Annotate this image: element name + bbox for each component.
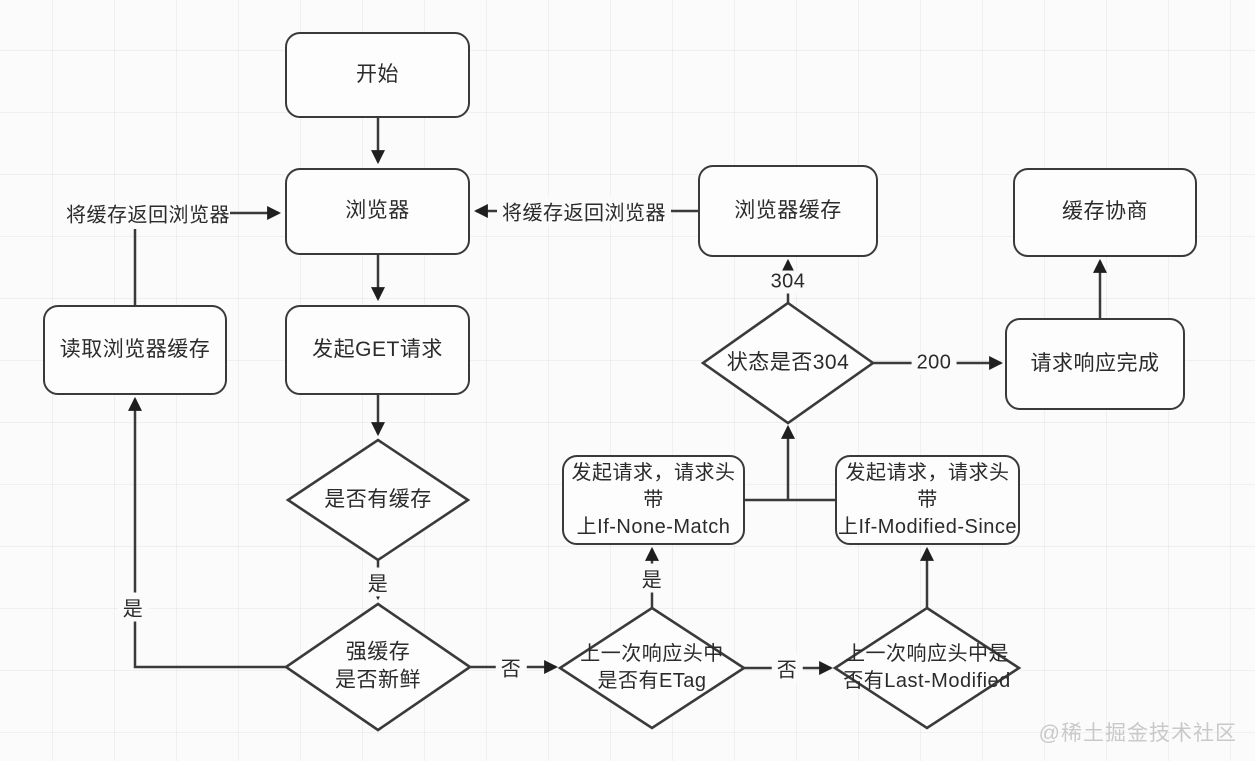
node-cache-negotiation: 缓存协商 — [1013, 168, 1197, 257]
node-request-with-if-modified-since: 发起请求，请求头带 上If-Modified-Since — [835, 455, 1020, 545]
strong-cache-fresh-diamond-shape — [283, 602, 473, 732]
node-status-is-304-label: 状态是否304 — [726, 350, 850, 374]
node-request-response-complete: 请求响应完成 — [1005, 318, 1185, 410]
node-browser-cache: 浏览器缓存 — [698, 165, 878, 257]
node-strong-cache-fresh-label: 强缓存 是否新鲜 — [335, 640, 421, 692]
edge-label-return-cache-left: 将缓存返回浏览器 — [66, 204, 230, 227]
node-prev-response-has-etag-label: 上一次响应头中 是否有ETag — [580, 643, 724, 692]
prev-response-has-last-modified-diamond-shape — [832, 606, 1022, 730]
node-request-with-if-none-match: 发起请求，请求头带 上If-None-Match — [562, 455, 745, 545]
edge-label-no-strong-cache: 否 — [495, 652, 527, 682]
edge-label-return-cache-right: 将缓存返回浏览器 — [497, 196, 671, 226]
node-start: 开始 — [285, 32, 470, 118]
status-is-304-diamond-shape — [700, 301, 876, 425]
node-initiate-get-request: 发起GET请求 — [285, 305, 470, 395]
node-read-browser-cache: 读取浏览器缓存 — [43, 305, 227, 395]
watermark: @稀土掘金技术社区 — [1038, 722, 1237, 745]
node-browser: 浏览器 — [285, 168, 470, 255]
edge-label-yes-has-cache: 是 — [362, 567, 394, 597]
edge-label-yes-read-cache: 是 — [117, 592, 149, 622]
edge-label-304: 304 — [765, 270, 811, 294]
edge-label-200: 200 — [911, 351, 957, 375]
node-has-cache-label: 是否有缓存 — [324, 487, 432, 511]
node-prev-response-has-last-modified-label: 上一次响应头中是 否有Last-Modified — [843, 643, 1011, 692]
edge-label-yes-has-etag: 是 — [636, 563, 668, 593]
prev-response-has-etag-diamond-shape — [557, 606, 747, 730]
edge-label-no-etag: 否 — [771, 653, 803, 683]
edge-strong-cache-yes-to-read-cache — [128, 396, 286, 669]
